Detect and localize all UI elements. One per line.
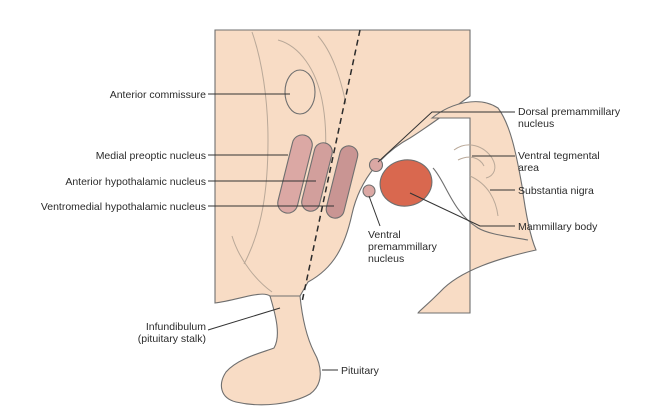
midline-dashed: [301, 29, 361, 303]
anterior-commissure-line-1: Anterior commissure: [110, 89, 206, 101]
medial-preoptic-nucleus: [277, 134, 313, 214]
brainstem-region: [417, 101, 537, 314]
infundibulum-line-1: Infundibulum: [146, 321, 206, 333]
dorsal-premammillary-nucleus: [368, 157, 384, 173]
ventral-premammillary-line-1: Ventral: [368, 229, 401, 241]
anterior-commissure: [284, 69, 316, 115]
label-anterior-commissure: Anterior commissure: [110, 89, 206, 101]
tegmental-contour: [453, 144, 496, 179]
nigra-contour: [469, 175, 499, 217]
anterior-hypothalamic-nucleus: [301, 142, 333, 212]
fornix-contour: [317, 35, 347, 105]
label-ventromedial-hypothalamic-nucleus: Ventromedial hypothalamic nucleus: [41, 201, 206, 213]
label-infundibulum: Infundibulum(pituitary stalk): [138, 321, 207, 345]
label-pituitary: Pituitary: [341, 365, 380, 377]
mammillary-body-line-1: Mammillary body: [518, 221, 598, 233]
ventral-contour: [231, 235, 273, 293]
label-medial-preoptic-nucleus: Medial preoptic nucleus: [96, 150, 206, 162]
ventral-premammillary-line-2: premammillary: [368, 241, 438, 253]
infundibulum-line-2: (pituitary stalk): [138, 333, 206, 345]
pituitary-gland: [220, 295, 321, 406]
label-substantia-nigra: Substantia nigra: [518, 185, 594, 197]
substantia-nigra-line-1: Substantia nigra: [518, 185, 594, 197]
leader-lines: [207, 93, 515, 371]
dorsal-premammillary-line-1: Dorsal premammillary: [518, 106, 621, 118]
interpeduncular-notch: [432, 167, 529, 241]
ventral-tegmental-line-2: area: [518, 162, 539, 174]
mammillary-body: [379, 159, 433, 207]
dorsal-premammillary-line-2: nucleus: [518, 118, 554, 130]
medial-preoptic-line-1: Medial preoptic nucleus: [96, 150, 206, 162]
ventral-premammillary-line-3: nucleus: [368, 253, 404, 265]
ventricle-contour: [243, 31, 269, 265]
pituitary-line-1: Pituitary: [341, 365, 380, 377]
ventral-tegmental-line-1: Ventral tegmental: [518, 150, 600, 162]
label-mammillary-body: Mammillary body: [518, 221, 598, 233]
ventromedial-hypothalamic-line-1: Ventromedial hypothalamic nucleus: [41, 201, 206, 213]
tegmental-inner-contour: [457, 156, 485, 167]
label-anterior-hypothalamic-nucleus: Anterior hypothalamic nucleus: [65, 176, 206, 188]
ventromedial-hypothalamic-nucleus: [325, 145, 359, 219]
ventral-premammillary-nucleus: [362, 184, 376, 198]
anterior-hypothalamic-line-1: Anterior hypothalamic nucleus: [65, 176, 206, 188]
